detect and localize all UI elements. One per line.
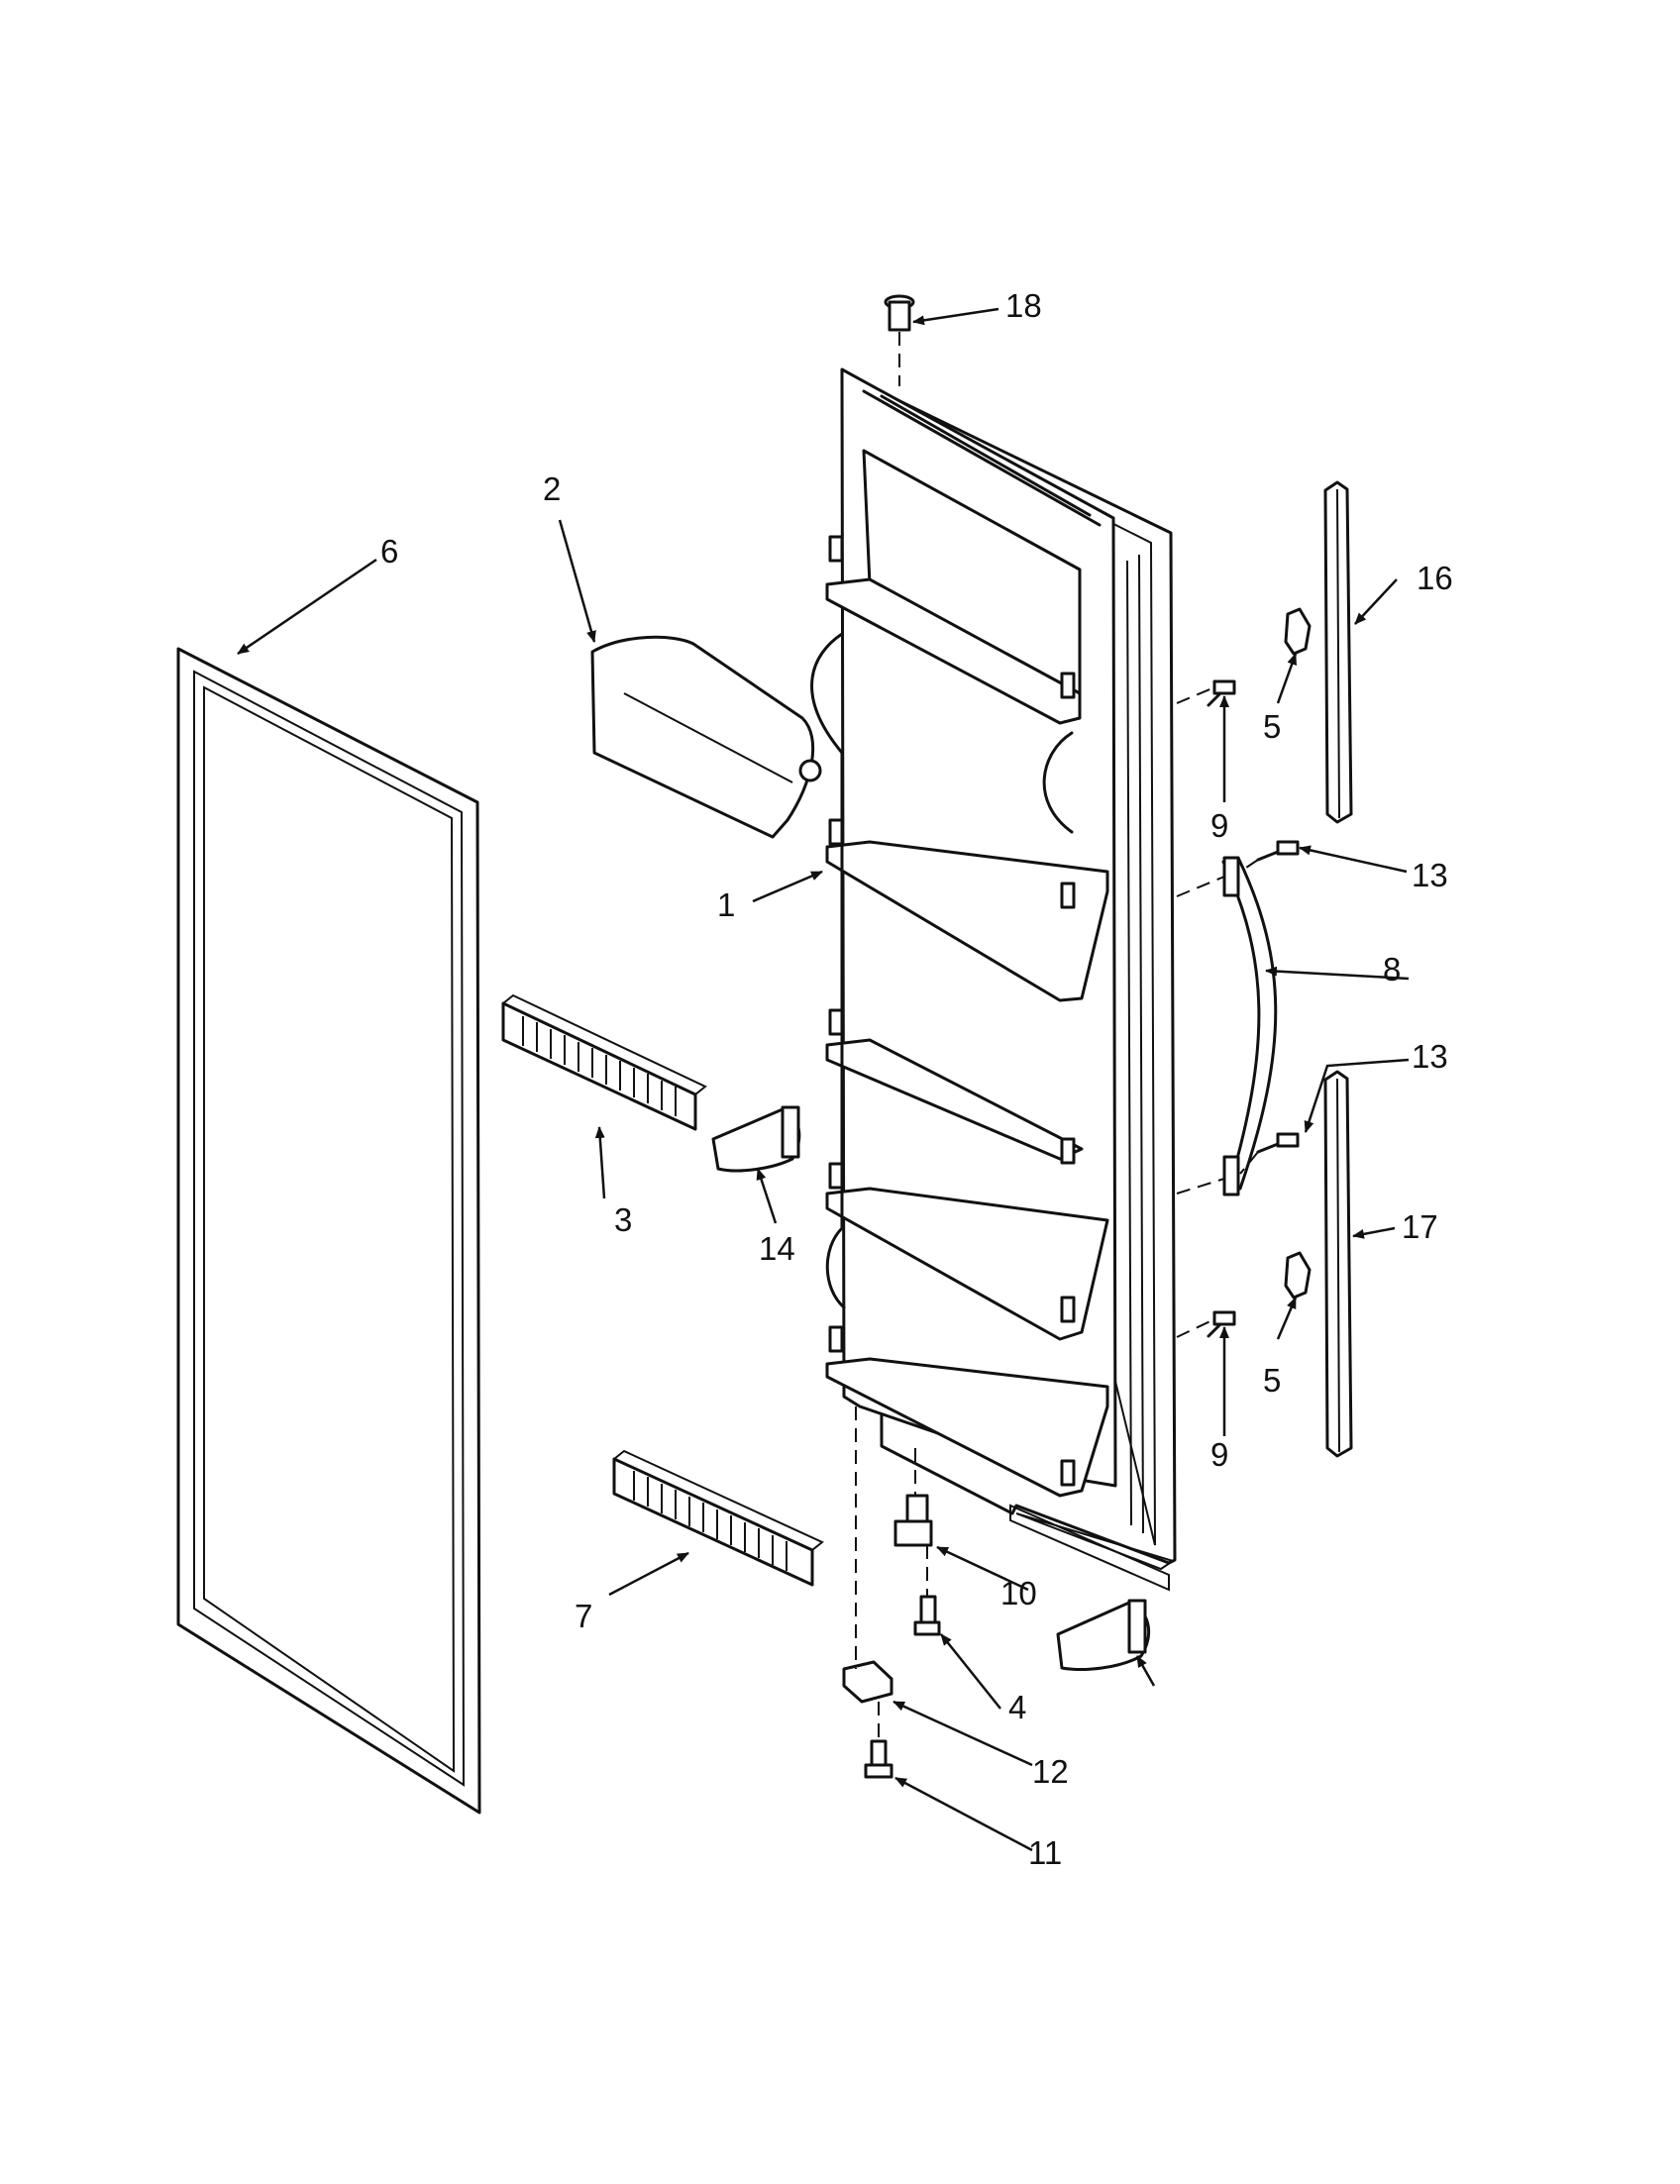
callout-17: 14 xyxy=(759,1230,795,1267)
hinge-bushing-10 xyxy=(893,1494,933,1547)
hinge-12 xyxy=(842,1660,893,1704)
shelf-guard-7 xyxy=(612,1449,824,1587)
screw-13-lower xyxy=(1256,1132,1300,1154)
callout-7: 7 xyxy=(575,1598,592,1634)
shelf-end-cap-17 xyxy=(711,1105,801,1173)
callout-5-lower: 5 xyxy=(1263,1362,1281,1399)
callout-11: 11 xyxy=(1028,1834,1062,1871)
callout-6: 6 xyxy=(380,533,398,570)
screw-9-lower xyxy=(1207,1310,1236,1338)
door-liner xyxy=(810,367,1177,1592)
door-plug xyxy=(884,294,915,332)
clip-5-upper xyxy=(1284,607,1312,656)
screw-9-upper xyxy=(1207,679,1236,707)
callout-2: 2 xyxy=(543,470,561,507)
door-handle xyxy=(1221,856,1278,1196)
screw-4 xyxy=(913,1595,941,1636)
callout-1: 1 xyxy=(717,886,735,923)
clip-5-lower xyxy=(1284,1251,1312,1300)
callout-15: 17 xyxy=(1402,1208,1438,1245)
callout-8: 8 xyxy=(1383,951,1401,988)
callout-10: 10 xyxy=(1000,1575,1037,1612)
leader-lines xyxy=(237,307,1410,1852)
trim-strip-15 xyxy=(1323,1070,1353,1458)
callout-5-upper: 5 xyxy=(1263,708,1281,745)
callout-14: 16 xyxy=(1417,560,1453,596)
callout-labels: 18 2 6 16 5 9 13 1 8 13 3 17 14 5 9 10 7… xyxy=(380,287,1453,1871)
shelf-guard-3 xyxy=(501,993,707,1131)
callout-13-lower: 13 xyxy=(1412,1038,1448,1075)
trim-strip-14 xyxy=(1323,480,1353,824)
screw-11 xyxy=(864,1739,893,1779)
dairy-compartment-door xyxy=(590,635,822,839)
callout-13-upper: 13 xyxy=(1412,857,1448,893)
shelf-end-cap-18 xyxy=(1056,1599,1151,1671)
callout-16: 18 xyxy=(1005,287,1042,324)
callout-9-upper: 9 xyxy=(1210,807,1228,844)
screw-13-upper xyxy=(1256,840,1300,862)
assembly-lines xyxy=(855,332,1259,1741)
door-gasket xyxy=(176,647,481,1815)
callout-3: 3 xyxy=(614,1201,632,1238)
callout-12: 12 xyxy=(1032,1753,1069,1790)
callout-9-lower: 9 xyxy=(1210,1436,1228,1473)
callout-4: 4 xyxy=(1008,1689,1026,1725)
